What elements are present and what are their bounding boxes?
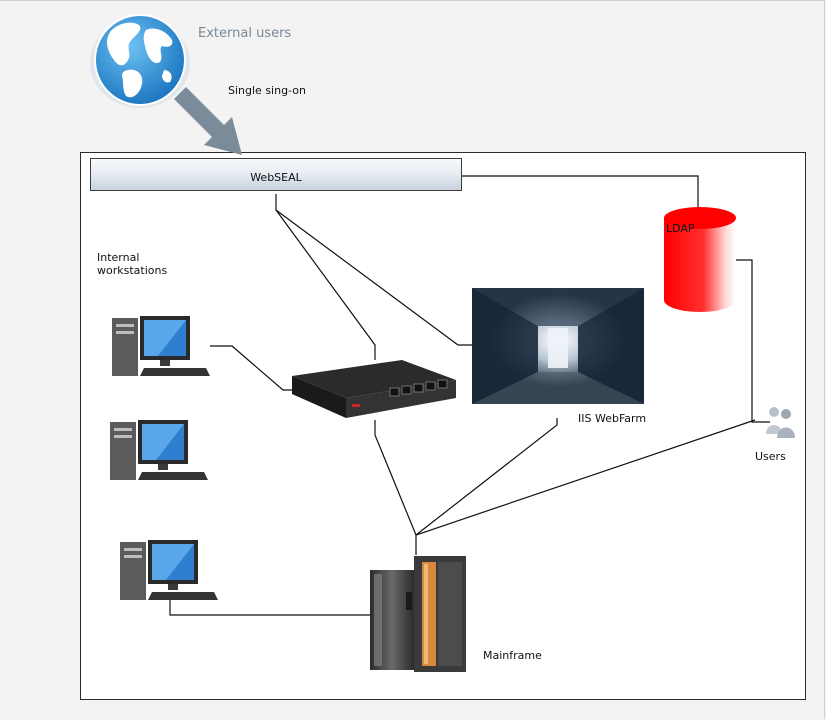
internal-workstations-label-line2: workstations xyxy=(97,264,168,277)
network-switch-icon xyxy=(292,360,456,418)
webseal-label: WebSEAL xyxy=(250,171,302,184)
workstation-icon xyxy=(110,420,208,480)
link-webseal-webfarm xyxy=(275,209,472,346)
link-webfarm-mainframe xyxy=(415,418,558,536)
link-webseal-ldap xyxy=(462,175,699,208)
link-ldap-users xyxy=(736,259,770,423)
webseal-box: WebSEAL xyxy=(90,158,462,191)
ldap-database-icon xyxy=(664,207,736,312)
iis-webfarm-label: IIS WebFarm xyxy=(578,412,647,425)
link-ws1-switch xyxy=(210,345,292,391)
external-users-label: External users xyxy=(198,26,292,41)
link-switch-mainframe xyxy=(374,420,417,536)
globe-icon xyxy=(90,14,190,108)
users-label: Users xyxy=(755,450,786,463)
workstation-icon xyxy=(112,316,210,376)
link-ws3-mainframe xyxy=(169,600,370,616)
mainframe-label: Mainframe xyxy=(483,649,542,662)
server-room-photo xyxy=(472,288,644,404)
workstation-icon xyxy=(120,540,218,600)
link-users-mainframe xyxy=(415,419,756,555)
mainframe-icon xyxy=(370,556,466,672)
single-sign-on-label: Single sing-on xyxy=(228,84,306,97)
ldap-label: LDAP xyxy=(666,222,695,235)
link-webseal-switch xyxy=(275,194,376,360)
internal-workstations-label-line1: Internal xyxy=(97,251,140,264)
arrow-icon xyxy=(174,87,242,155)
users-icon xyxy=(766,407,795,438)
